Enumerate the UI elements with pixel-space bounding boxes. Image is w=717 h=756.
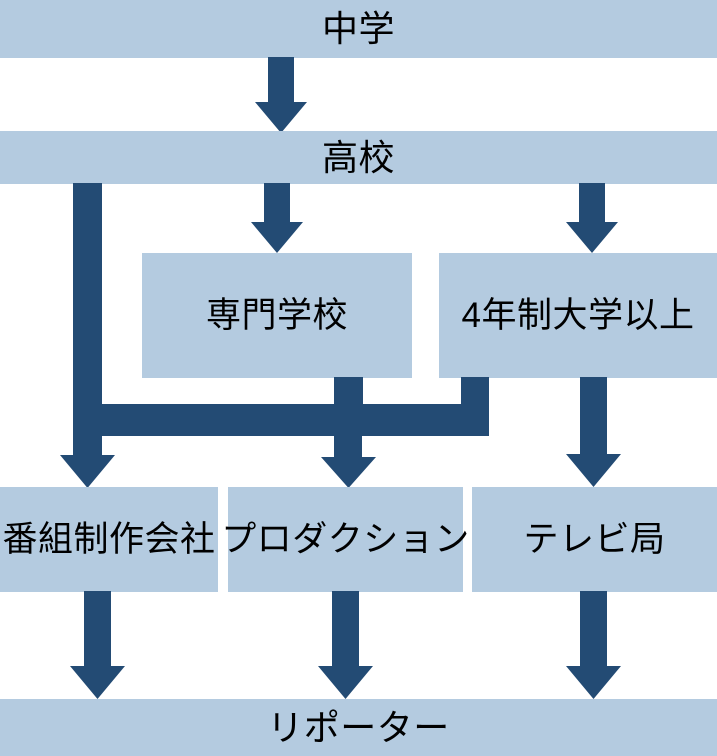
arrow-tv-station-to-reporter [566, 591, 621, 699]
node-production-company-label: 番組制作会社 [2, 520, 216, 559]
arrow-production-company-to-reporter [70, 591, 125, 699]
connector-horizontal-bus [98, 404, 489, 436]
arrow-four-year-university-to-tv-station [566, 377, 621, 487]
arrow-junior-high-to-high-school [255, 57, 307, 133]
node-high-school-label: 高校 [321, 136, 395, 178]
node-reporter-label: リポーター [267, 706, 450, 748]
node-four-year-university[interactable]: 4年制大学以上 [439, 253, 717, 378]
arrow-high-school-to-vocational-school [251, 183, 303, 253]
node-tv-station[interactable]: テレビ局 [472, 487, 717, 592]
connector-four-year-university-stub [461, 377, 489, 407]
arrow-bus-to-production [321, 435, 376, 488]
node-production-label: プロダクション [221, 520, 470, 559]
arrow-high-school-to-production-company [60, 455, 115, 488]
node-vocational-school-label: 専門学校 [205, 296, 348, 335]
node-vocational-school[interactable]: 専門学校 [142, 253, 412, 378]
connector-vocational-school-stub [334, 377, 363, 407]
node-reporter[interactable]: リポーター [0, 699, 717, 756]
node-production-company[interactable]: 番組制作会社 [0, 487, 218, 592]
node-production[interactable]: プロダクション [221, 487, 469, 592]
node-high-school[interactable]: 高校 [0, 131, 717, 184]
node-junior-high-label: 中学 [321, 8, 395, 49]
connector-high-school-to-production-company-shaft [73, 183, 102, 463]
node-tv-station-label: テレビ局 [523, 520, 666, 559]
arrow-high-school-to-four-year-university [566, 183, 618, 253]
node-four-year-university-label: 4年制大学以上 [461, 296, 695, 335]
node-junior-high[interactable]: 中学 [0, 0, 717, 58]
arrow-production-to-reporter [318, 591, 373, 699]
